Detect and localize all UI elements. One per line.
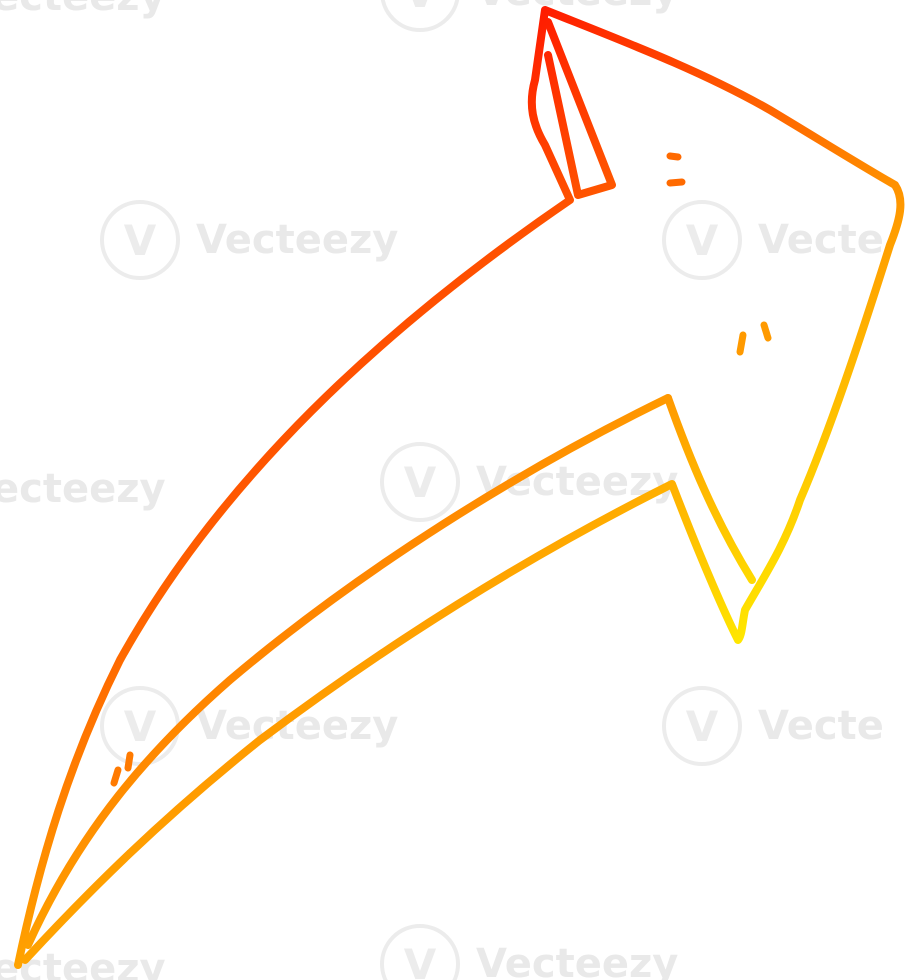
arrow-outline (14, 6, 905, 969)
arrow-tail-inner-line (24, 394, 672, 949)
dash-mark (666, 178, 686, 187)
dash-mark (666, 152, 682, 161)
arrowhead-inner-edge (664, 394, 756, 584)
dash-mark (110, 766, 122, 787)
dash-mark (124, 751, 134, 772)
arrowhead-fold (544, 18, 616, 199)
dash-mark (736, 331, 747, 356)
dash-mark (760, 321, 772, 342)
